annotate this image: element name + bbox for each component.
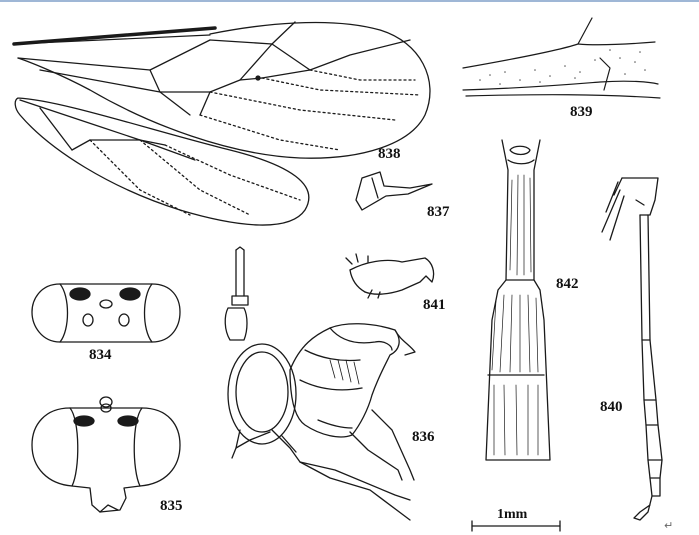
label-wing-detail: 839: [570, 104, 593, 120]
wing-drawing: [12, 21, 431, 226]
leg-drawing: [601, 177, 663, 521]
head-dorsal-drawing: [31, 283, 181, 343]
label-gaster: 842: [556, 276, 579, 292]
scale-bar-label: 1mm: [497, 507, 528, 522]
mandible-drawing: [355, 171, 433, 211]
paragraph-mark: ↵: [664, 519, 674, 532]
gaster-drawing: [485, 139, 551, 461]
body-lateral-drawing: [224, 246, 416, 521]
scale-bar: [471, 520, 561, 532]
claw-drawing: [345, 253, 435, 299]
label-mandible: 837: [427, 204, 450, 220]
wing-detail-drawing: [462, 17, 661, 99]
label-head-frontal: 835: [160, 498, 183, 514]
head-frontal-drawing: [31, 396, 181, 513]
label-body-lateral: 836: [412, 429, 435, 445]
label-claw: 841: [423, 297, 446, 313]
top-border: [0, 0, 699, 2]
label-wing: 838: [378, 146, 401, 162]
label-head-dorsal: 834: [89, 347, 112, 363]
label-leg: 840: [600, 399, 623, 415]
